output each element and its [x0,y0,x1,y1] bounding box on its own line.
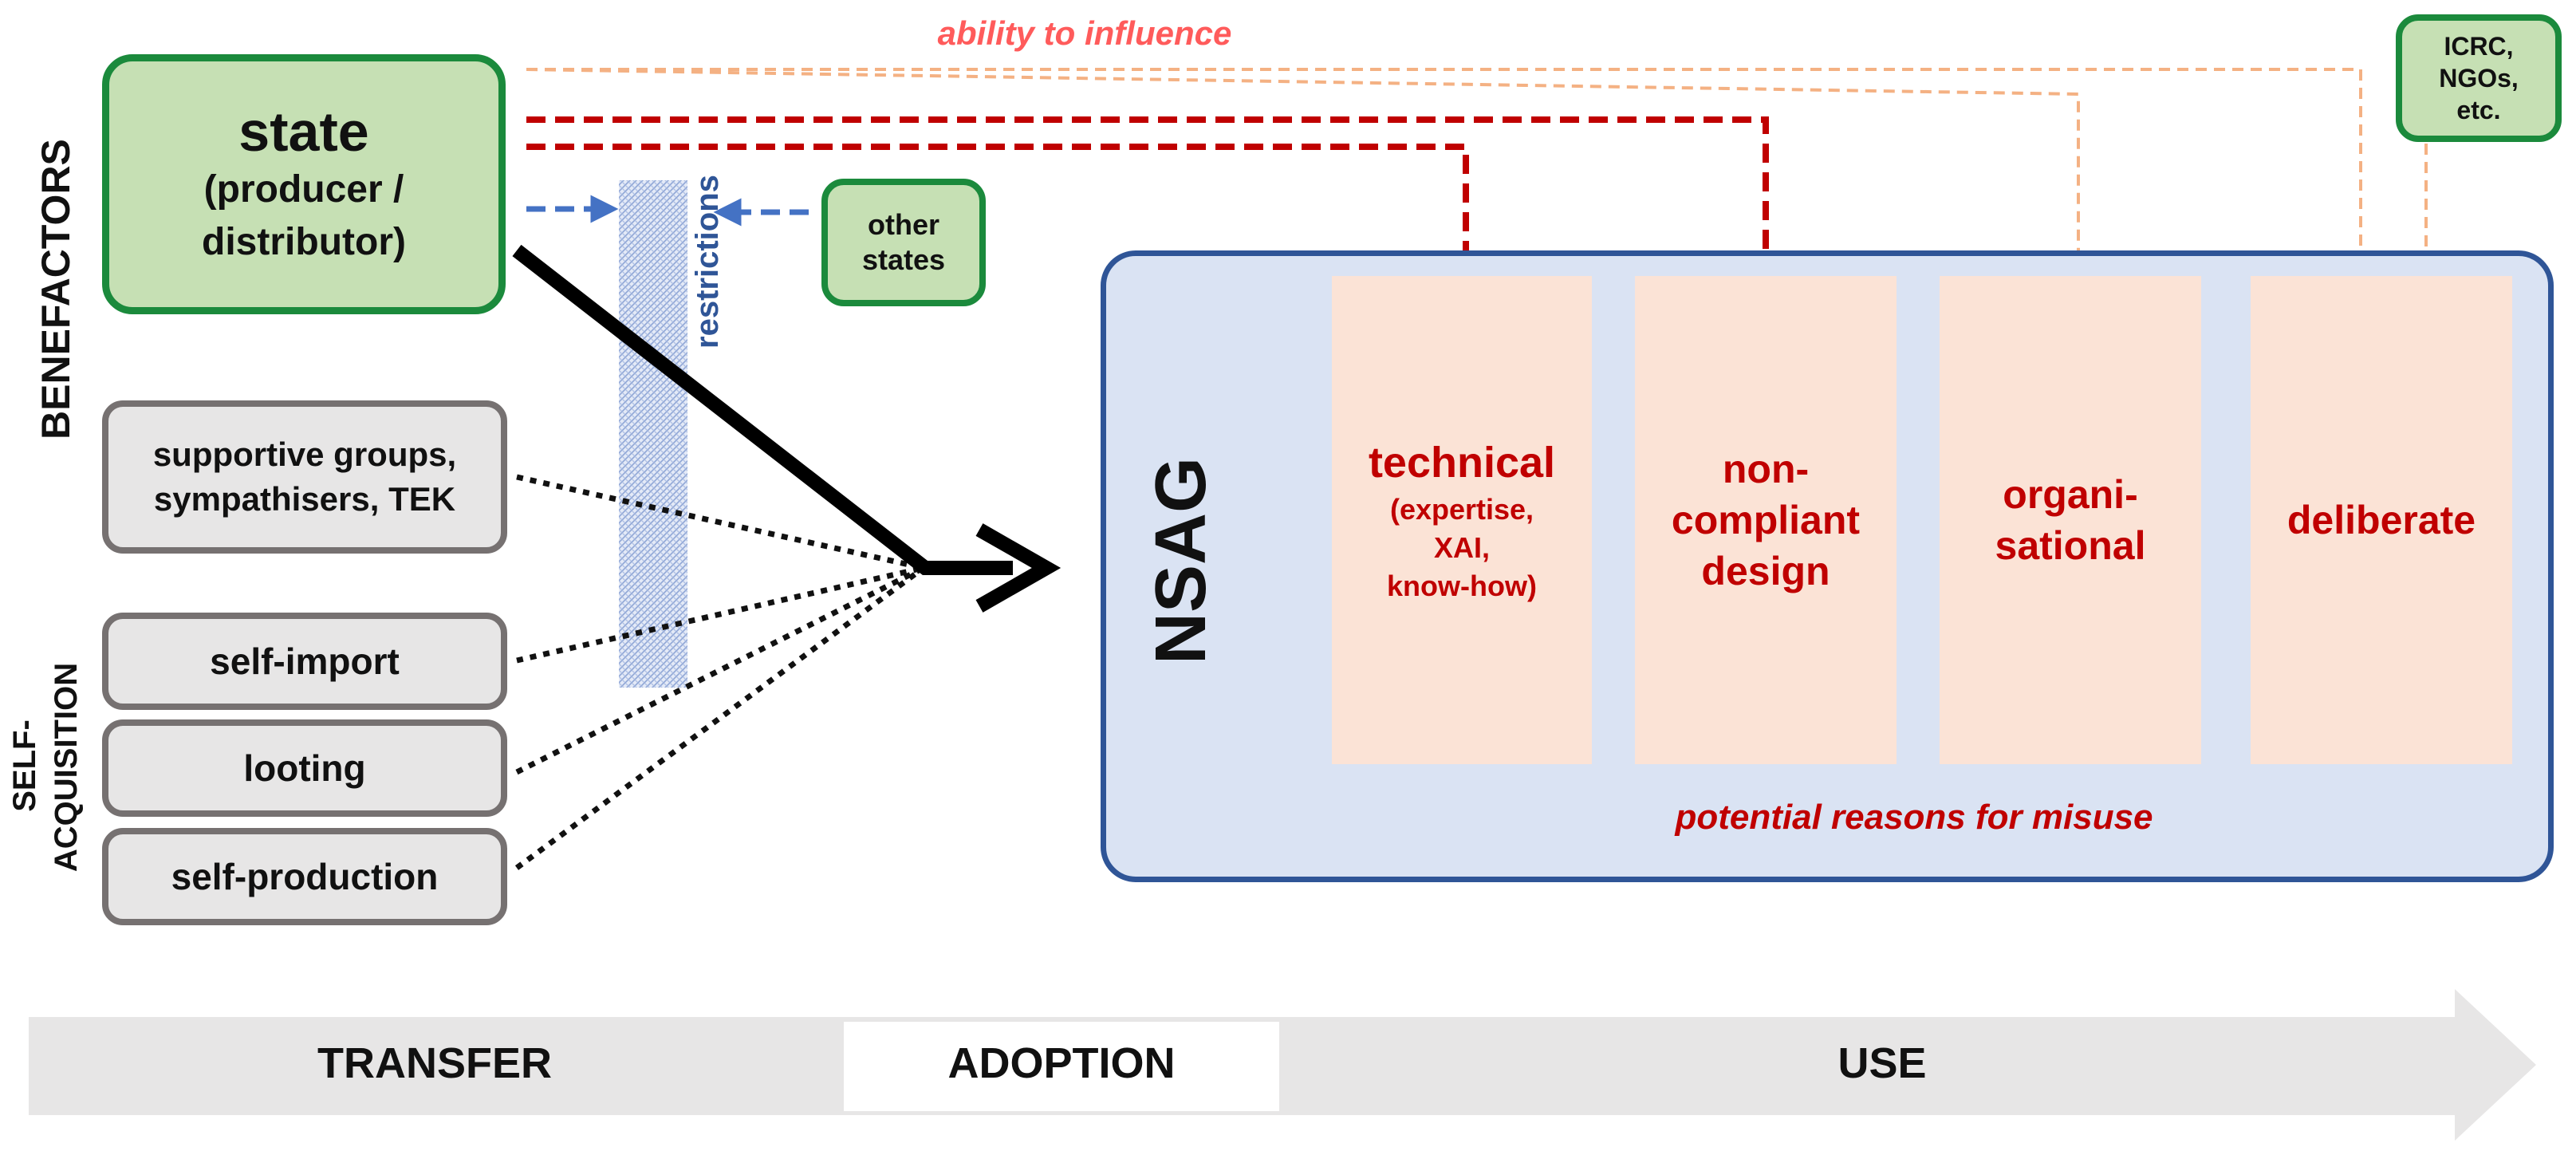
timeline-adoption-label: ADOPTION [947,1039,1176,1087]
icrc-line3: etc. [2456,96,2501,124]
reason-technical-title: technical [1368,439,1556,487]
other-states-box: other states [821,179,986,306]
self-import-label: self-import [210,641,400,682]
restrictions-bar [619,180,687,688]
self-acquisition-label-line2: ACQUISITION [49,662,84,873]
supportive-groups-box: supportive groups, sympathisers, TEK [102,400,507,554]
reason-technical-detail-2: XAI, [1433,531,1490,564]
reason-technical-detail-1: (expertise, [1389,493,1534,526]
benefactors-label: BENEFACTORS [33,139,78,440]
other-states-line1: other [868,208,939,241]
timeline-ribbon [29,989,2536,1141]
timeline-transfer-label: TRANSFER [317,1039,552,1087]
state-subtitle-line2: distributor) [202,221,406,263]
supportive-groups-line2: sympathisers, TEK [153,480,456,518]
looting-box: looting [102,719,507,817]
self-import-box: self-import [102,613,507,710]
self-production-box: self-production [102,828,507,925]
supportive-groups-line1: supportive groups, [152,436,457,473]
reason-deliberate-line1: deliberate [2286,498,2476,542]
state-title: state [238,101,369,163]
reason-noncompliant-line1: non- [1722,447,1810,491]
influence-arrow-deliberate-state [526,68,2377,349]
reason-organisational: organi- sational [1940,276,2201,764]
reason-noncompliant-line3: design [1701,549,1830,593]
icrc-line2: NGOs, [2439,64,2519,93]
reason-noncompliant: non- compliant design [1635,276,1897,764]
self-acquisition-label-line1: SELF- [7,719,42,812]
timeline-use-label: USE [1837,1039,1927,1087]
misuse-annotation: potential reasons for misuse [1675,798,2153,837]
state-subtitle-line1: (producer / [203,168,404,211]
reason-organisational-line2: sational [1995,523,2146,568]
timeline-adoption-segment [844,1022,1279,1111]
reason-deliberate: deliberate [2251,276,2512,764]
reason-noncompliant-line2: compliant [1671,498,1861,542]
nsag-label: NSAG [1141,456,1221,664]
self-production-label: self-production [171,856,439,897]
looting-label: looting [243,747,366,789]
adoption-arrowhead [975,523,1062,613]
icrc-box: ICRC, NGOs, etc. [2396,14,2562,142]
restrictions-label: restrictions [690,175,725,349]
reason-technical: technical (expertise, XAI, know-how) [1332,276,1592,764]
source-lines [514,474,926,870]
state-transfer-line [512,244,1013,575]
icrc-line1: ICRC, [2444,32,2514,61]
state-box: state (producer / distributor) [102,54,506,314]
other-states-line2: states [861,243,946,276]
reason-organisational-line1: organi- [2003,472,2138,517]
influence-annotation: ability to influence [937,14,1232,52]
reason-technical-detail-3: know-how) [1387,570,1537,602]
